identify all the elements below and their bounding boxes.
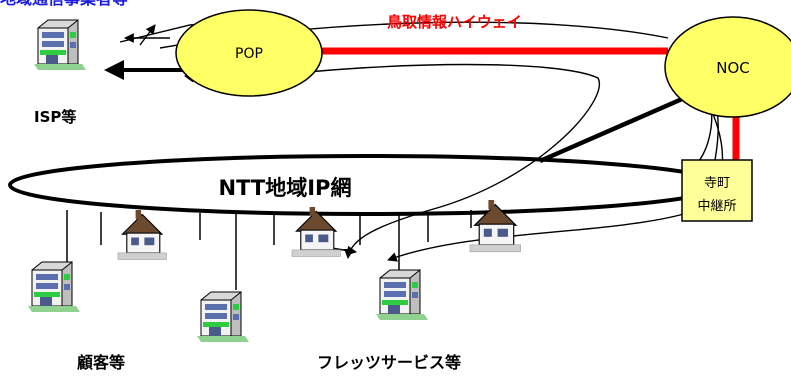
house-icon: [117, 209, 167, 261]
noc-node: [664, 16, 791, 118]
building-icon: [375, 269, 429, 321]
cut-header-text: 地域通信事業者等: [0, 0, 128, 8]
highway-label: 鳥取情報ハイウェイ: [387, 13, 522, 31]
building-icon: [27, 261, 81, 313]
ntt-network-label: NTT地域IP網: [219, 176, 352, 200]
relay-label-line2: 中継所: [697, 199, 736, 214]
noc-label: NOC: [716, 59, 750, 77]
ntt-ip-network: [8, 154, 724, 216]
pop-isp-arrowhead: [104, 60, 124, 80]
pop-label: POP: [235, 46, 263, 62]
relay-label-line1: 寺町: [704, 176, 730, 191]
customers-label: 顧客等: [77, 353, 125, 372]
flets-label: フレッツサービス等: [317, 353, 461, 372]
pop-node: [175, 9, 323, 97]
isp-label: ISP等: [34, 108, 76, 126]
isp-building-icon: [33, 19, 87, 71]
teramachi-relay-box: [681, 159, 753, 222]
ntt-noc-link: [539, 86, 706, 164]
building-icon: [196, 291, 250, 343]
